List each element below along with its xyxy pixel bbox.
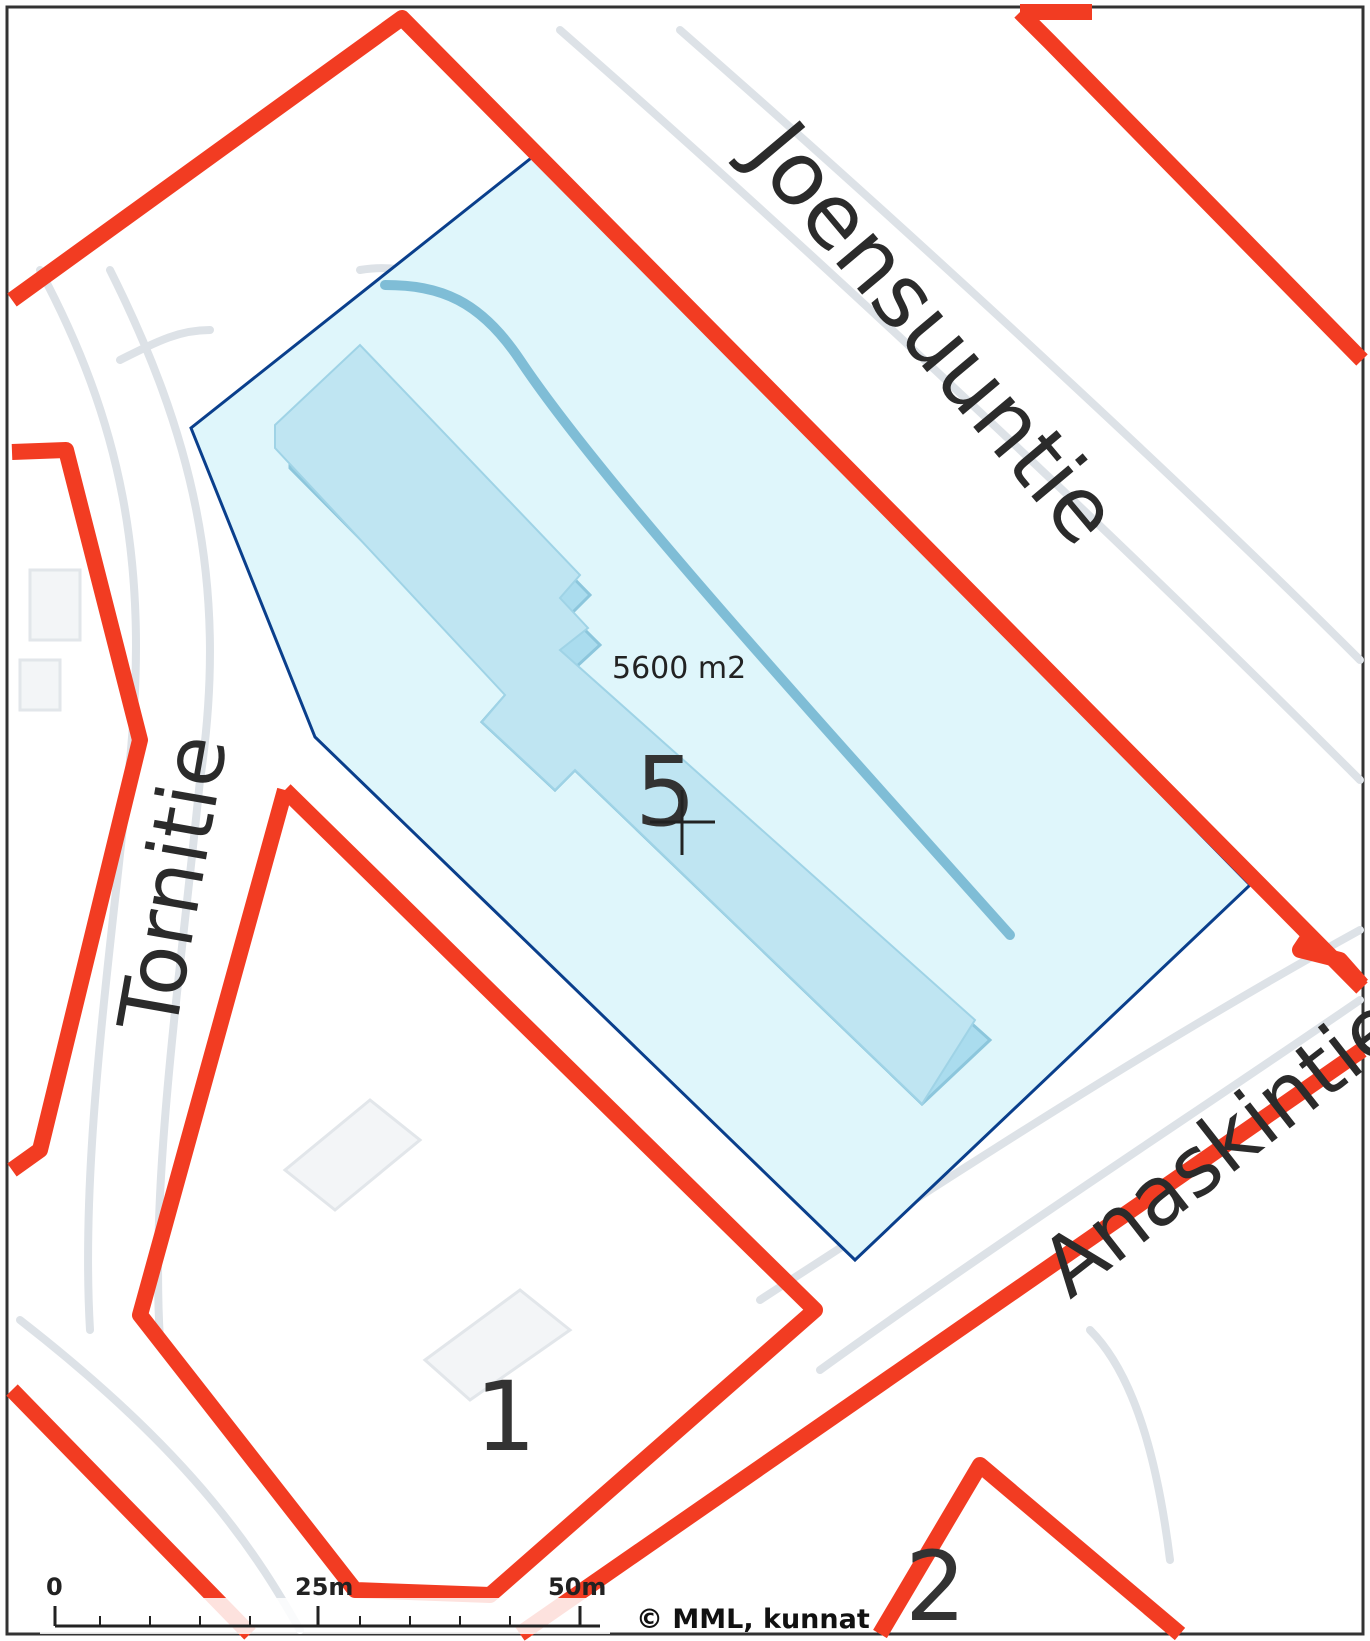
parcel-boundary bbox=[1014, 6, 1368, 366]
footpath-line bbox=[380, 280, 1015, 940]
parcel-number-1: 1 bbox=[475, 1361, 536, 1473]
parcel-boundary bbox=[7, 10, 1368, 994]
parcel-boundary bbox=[1292, 930, 1369, 991]
building-footprint bbox=[422, 1288, 573, 1402]
background-buildings bbox=[18, 568, 573, 1402]
area-label: 5600 m2 bbox=[612, 651, 746, 686]
scale-bar-label: 50m bbox=[548, 1573, 606, 1601]
building-footprint bbox=[18, 658, 62, 712]
scale-bar-label: 0 bbox=[46, 1573, 63, 1601]
selected-building bbox=[274, 343, 993, 1107]
parcel-number-5: 5 bbox=[635, 736, 696, 848]
road-network bbox=[16, 26, 1364, 1634]
scale-bar-background bbox=[40, 1598, 610, 1634]
parcel-boundary bbox=[873, 1457, 1186, 1641]
parcel-boundary bbox=[515, 1043, 1367, 1641]
parcel-boundary bbox=[132, 784, 823, 1603]
scale-bar: 0 25m 50m bbox=[40, 1573, 610, 1634]
parcel-boundary bbox=[6, 1384, 256, 1640]
parcel-boundary bbox=[7, 442, 148, 1177]
parcel-number-2: 2 bbox=[905, 1531, 966, 1641]
building-footprint bbox=[282, 1098, 423, 1212]
map-attribution: © MML, kunnat bbox=[636, 1604, 870, 1635]
crosshair-icon bbox=[650, 790, 715, 855]
scale-bar-label: 25m bbox=[295, 1573, 353, 1601]
building-footprint bbox=[28, 568, 82, 642]
parcel-boundaries bbox=[6, 4, 1369, 1641]
